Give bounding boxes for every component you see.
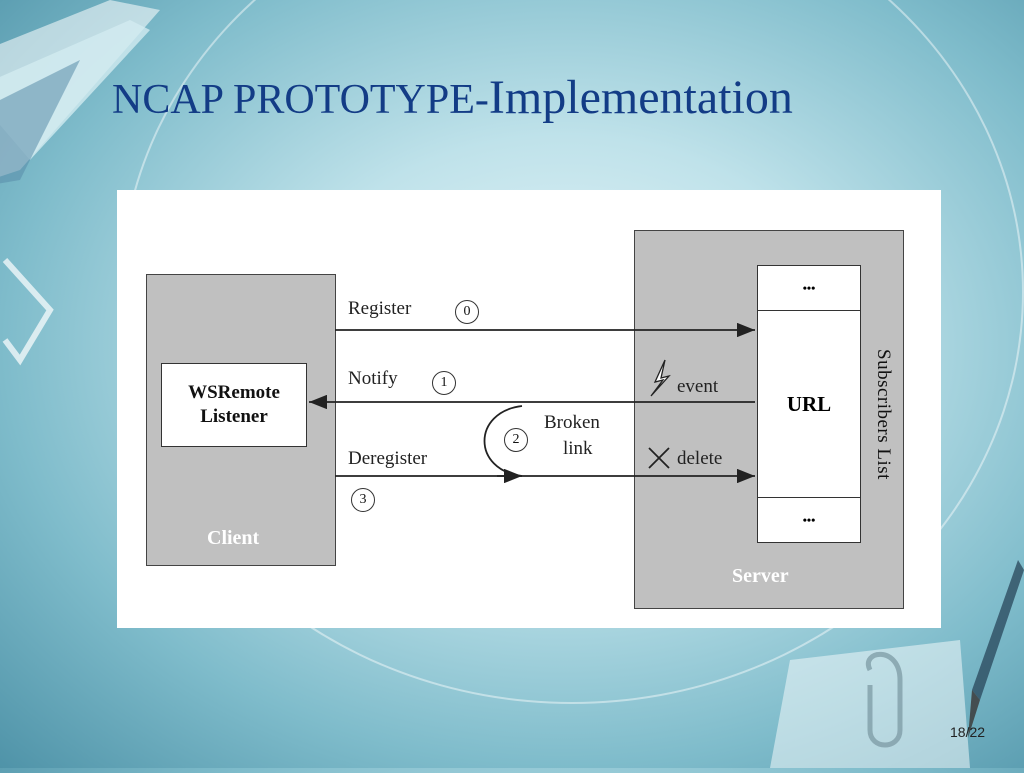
page-number: 18/22 (950, 724, 986, 740)
subscriber-row-url: URL (758, 311, 860, 497)
client-label: Client (207, 527, 260, 549)
arrow-layer (309, 322, 755, 484)
lightning-icon (650, 359, 671, 397)
title-part-1: NCAP PROTOTYPE- (112, 77, 489, 123)
title-part-2: Implementation (488, 71, 793, 124)
subscriber-row-top: ••• (758, 266, 860, 311)
architecture-diagram: WSRemote Listener Client ••• URL ••• Sub… (117, 190, 941, 628)
server-label: Server (732, 565, 789, 587)
server-box: ••• URL ••• Subscribers List Server (634, 230, 904, 609)
listener-line-2: Listener (200, 406, 268, 427)
broken-link-curve (483, 405, 523, 477)
register-label: Register (348, 298, 412, 319)
delete-cross-icon (648, 447, 670, 469)
subscriber-ellipsis-top: ••• (802, 280, 816, 295)
subscribers-list-label: Subscribers List (873, 348, 894, 480)
deregister-step-circle: 3 (351, 488, 375, 512)
wsremote-listener-box: WSRemote Listener (161, 363, 307, 447)
paperclip-decoration (0, 250, 60, 390)
subscribers-list-label-wrap: Subscribers List (859, 339, 907, 489)
book-decoration (0, 0, 200, 190)
subscribers-list: ••• URL ••• (757, 265, 861, 543)
event-label: event (677, 376, 719, 397)
subscriber-row-bottom: ••• (758, 497, 860, 542)
paper-decoration (770, 640, 970, 768)
broken-link-line-2: link (563, 438, 593, 459)
deregister-label: Deregister (348, 448, 428, 469)
broken-step-circle: 2 (504, 428, 528, 452)
notify-label: Notify (348, 368, 398, 389)
pen-decoration (960, 560, 1024, 740)
register-step-circle: 0 (455, 300, 479, 324)
client-box: WSRemote Listener Client (146, 274, 336, 566)
delete-label: delete (677, 448, 723, 469)
subscriber-url: URL (786, 391, 832, 416)
slide-title: NCAP PROTOTYPE-Implementation (112, 70, 793, 125)
listener-line-1: WSRemote (188, 382, 280, 403)
notify-step-circle: 1 (432, 371, 456, 395)
subscriber-ellipsis-bottom: ••• (802, 512, 816, 527)
broken-link-line-1: Broken (544, 412, 600, 433)
